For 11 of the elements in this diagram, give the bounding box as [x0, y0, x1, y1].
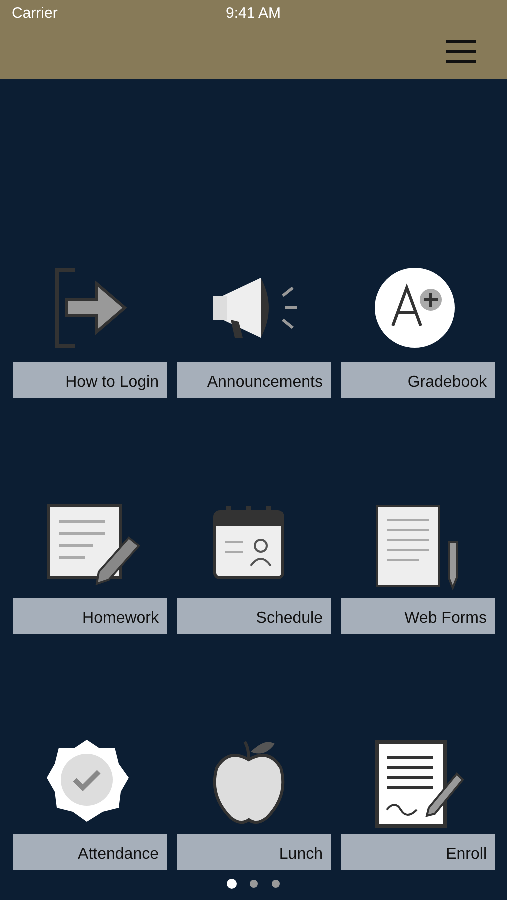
menu-button: How to Login [13, 362, 167, 398]
time-label: 9:41 AM [226, 5, 282, 22]
menu-button: Web Forms [341, 598, 495, 634]
menu-button: Announcements [177, 362, 331, 398]
menu-button: Gradebook [341, 362, 495, 398]
menu-button: Enroll [341, 834, 495, 870]
menu-button: Homework [13, 598, 167, 634]
menu-button: Lunch [177, 834, 331, 870]
carrier-label: Carrier [12, 5, 58, 22]
menu-button: Attendance [13, 834, 167, 870]
menu-button: Schedule [177, 598, 331, 634]
